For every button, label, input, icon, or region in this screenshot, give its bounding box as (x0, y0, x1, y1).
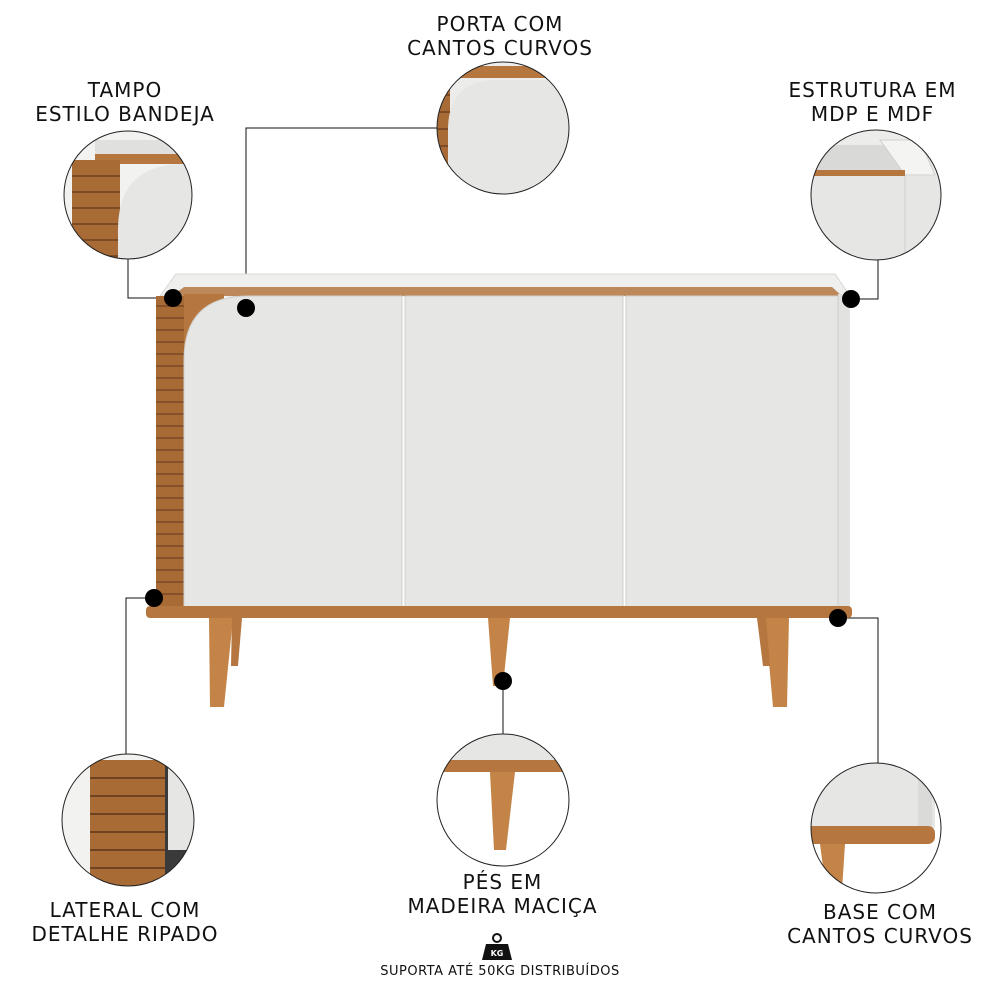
leg-front-left (209, 618, 233, 707)
weight-icon-label: KG (491, 949, 504, 958)
pes-detail-circle (436, 733, 570, 867)
door-right (625, 295, 839, 609)
tampo-label-line2: ESTILO BANDEJA (35, 102, 215, 126)
base-detail-circle (810, 762, 942, 894)
tampo-label: TAMPO ESTILO BANDEJA (30, 78, 220, 126)
estrutura-label-line1: ESTRUTURA EM (788, 78, 957, 102)
base-marker (829, 609, 847, 627)
base-label: BASE COM CANTOS CURVOS (780, 900, 980, 948)
marker-dots (145, 289, 860, 690)
porta-marker (237, 299, 255, 317)
lateral-marker (145, 589, 163, 607)
porta-connector (245, 127, 437, 308)
weight-kg-icon: KG (482, 933, 512, 960)
pes-label-line2: MADEIRA MACIÇA (407, 894, 598, 918)
porta-label-line2: CANTOS CURVOS (407, 36, 593, 60)
weight-capacity-text: SUPORTA ATÉ 50KG DISTRIBUÍDOS (380, 964, 620, 979)
pes-label-line1: PÉS EM (462, 870, 543, 894)
base-connector (838, 617, 879, 763)
porta-detail-circle (436, 61, 570, 195)
base-label-line2: CANTOS CURVOS (787, 924, 973, 948)
leg-back-left (231, 618, 242, 666)
slats (156, 305, 186, 595)
leg-front-center (488, 618, 510, 686)
lateral-label-line2: DETALHE RIPADO (31, 922, 219, 946)
estrutura-marker (842, 290, 860, 308)
pes-label: PÉS EM MADEIRA MACIÇA (395, 870, 610, 918)
base (146, 606, 852, 618)
estrutura-label-line2: MDP E MDF (810, 102, 935, 126)
lateral-detail-circle (61, 753, 195, 887)
estrutura-label: ESTRUTURA EM MDP E MDF (780, 78, 965, 126)
tampo-marker (164, 289, 182, 307)
right-side-panel (838, 294, 850, 608)
sideboard (146, 273, 852, 707)
leg-back-right (757, 618, 770, 666)
leg-front-right (765, 618, 789, 707)
connector-lines (125, 127, 879, 763)
base-label-line1: BASE COM (822, 900, 938, 924)
door-left (183, 295, 403, 609)
porta-label: PORTA COM CANTOS CURVOS (395, 12, 605, 60)
door-center (404, 295, 624, 609)
lateral-label: LATERAL COM DETALHE RIPADO (25, 898, 225, 946)
pes-marker (494, 672, 512, 690)
lateral-label-line1: LATERAL COM (49, 898, 201, 922)
lateral-connector (125, 597, 154, 760)
tampo-label-line1: TAMPO (87, 78, 163, 102)
slatted-side (156, 296, 186, 610)
estrutura-detail-circle (810, 129, 942, 261)
porta-label-line1: PORTA COM (436, 12, 564, 36)
tampo-detail-circle (63, 130, 193, 260)
